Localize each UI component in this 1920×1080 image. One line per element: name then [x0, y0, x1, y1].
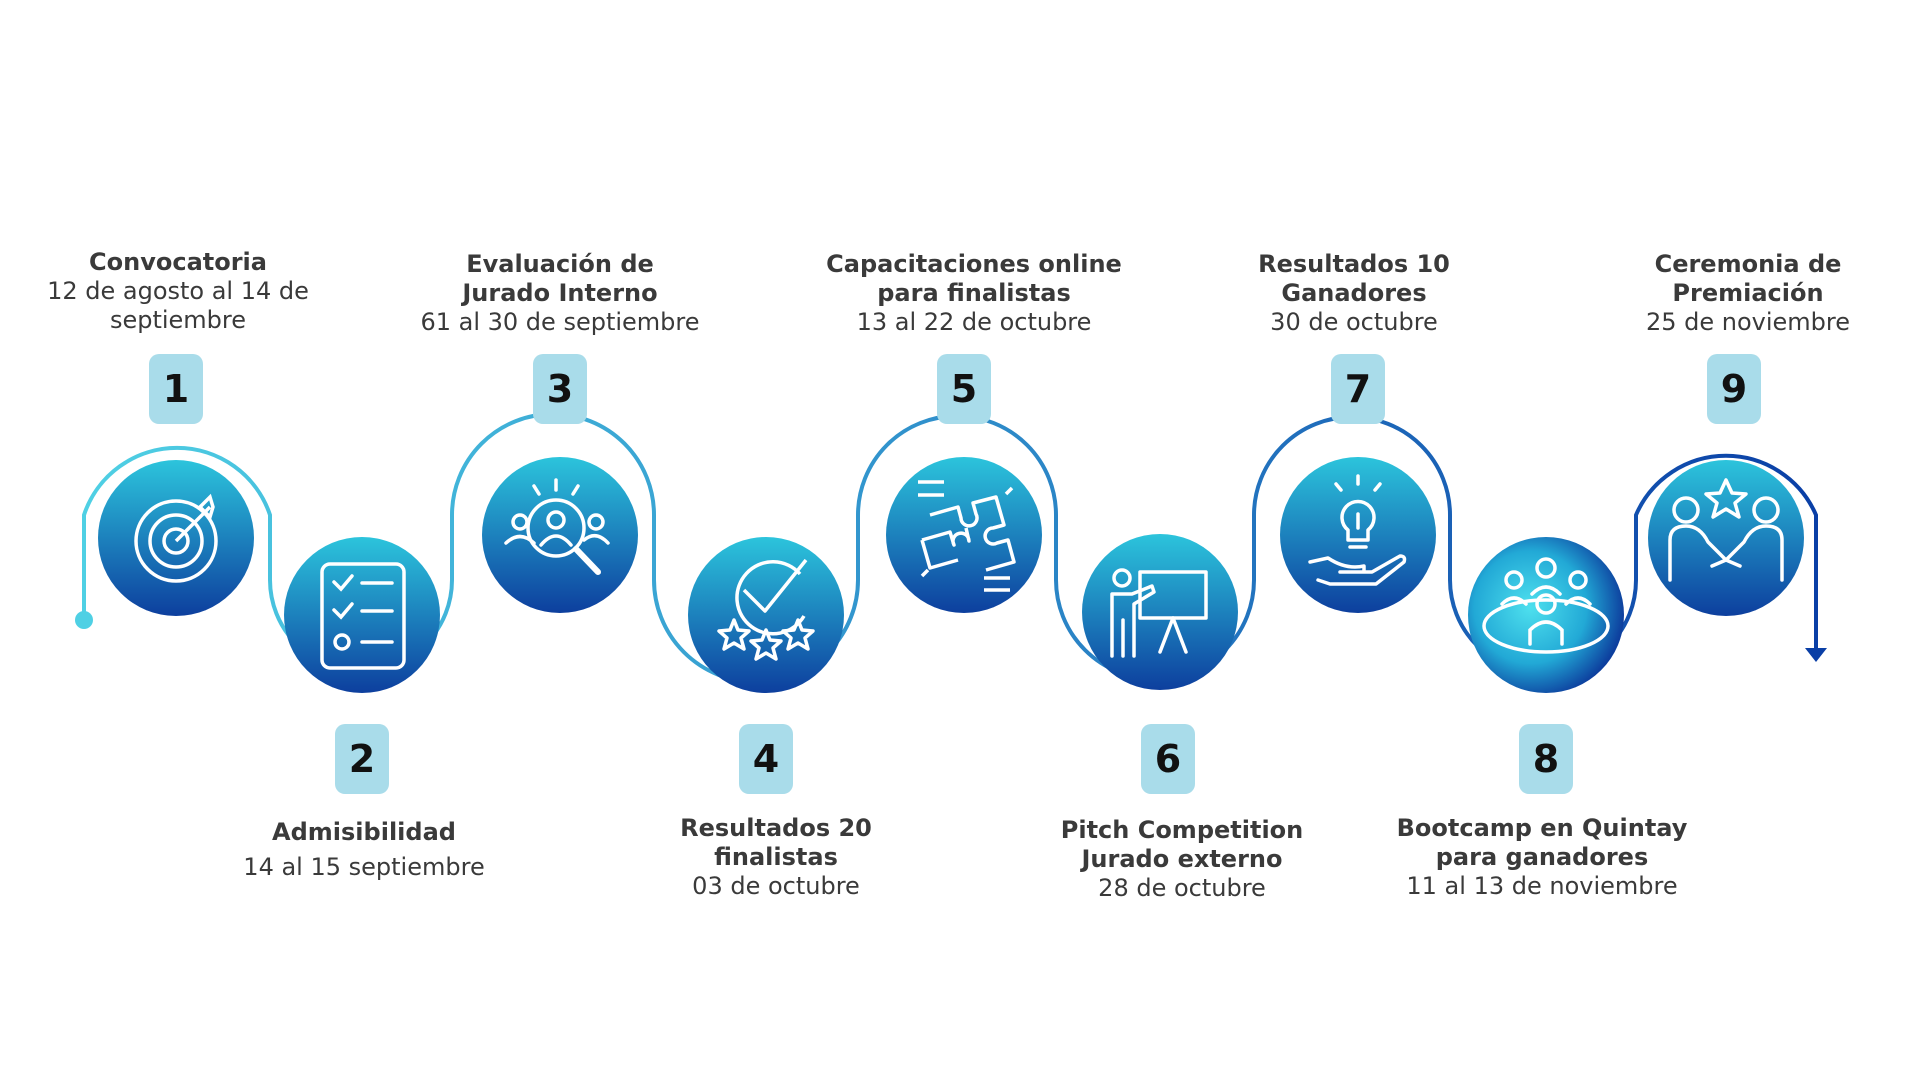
step-1-label: Convocatoria 12 de agosto al 14 de septi… — [13, 248, 343, 335]
meeting-table-icon — [1482, 557, 1610, 654]
step-1-circle — [98, 460, 254, 616]
step-4-label: Resultados 20 finalistas 03 de octubre — [611, 814, 941, 901]
magnifier-people-icon — [504, 478, 610, 575]
step-7-label: Resultados 10 Ganadores 30 de octubre — [1189, 250, 1519, 337]
step-9-label: Ceremonia de Premiación 25 de noviembre — [1583, 250, 1913, 337]
step-9-number-badge: 9 — [1707, 354, 1761, 424]
step-6-circle — [1082, 534, 1238, 690]
step-9-circle — [1648, 460, 1804, 616]
step-2-title: Admisibilidad — [272, 818, 456, 846]
start-dot — [75, 611, 93, 629]
step-7-number-badge: 7 — [1331, 354, 1385, 424]
step-3-title: Evaluación de Jurado Interno — [462, 250, 658, 307]
step-5-title: Capacitaciones online para finalistas — [826, 250, 1122, 307]
step-4-title: Resultados 20 finalistas — [680, 814, 872, 871]
end-arrow-icon — [1805, 648, 1827, 662]
step-6-title: Pitch Competition Jurado externo — [1060, 816, 1304, 873]
step-2-date: 14 al 15 septiembre — [243, 853, 485, 881]
step-6-label: Pitch Competition Jurado externo 28 de o… — [1017, 816, 1347, 903]
step-4-date: 03 de octubre — [692, 872, 860, 900]
step-8-date: 11 al 13 de noviembre — [1406, 872, 1678, 900]
step-2-label: Admisibilidad 14 al 15 septiembre — [199, 818, 529, 882]
step-4-circle — [688, 537, 844, 693]
step-1-number-badge: 1 — [149, 354, 203, 424]
puzzle-icon — [918, 480, 1016, 592]
handshake-star-icon — [1668, 478, 1784, 582]
step-8-title: Bootcamp en Quintay para ganadores — [1396, 814, 1688, 871]
step-3-label: Evaluación de Jurado Interno 61 al 30 de… — [395, 250, 725, 337]
step-9-date: 25 de noviembre — [1645, 308, 1851, 336]
target-icon — [134, 493, 218, 583]
step-3-date: 61 al 30 de septiembre — [420, 308, 700, 336]
step-4-number-badge: 4 — [739, 724, 793, 794]
step-5-circle — [886, 457, 1042, 613]
lightbulb-hand-icon — [1308, 474, 1407, 586]
step-1-title: Convocatoria — [89, 248, 267, 276]
step-9-title: Ceremonia de Premiación — [1654, 250, 1842, 307]
step-7-circle — [1280, 457, 1436, 613]
step-7-title: Resultados 10 Ganadores — [1258, 250, 1450, 307]
step-6-date: 28 de octubre — [1098, 874, 1266, 902]
checklist-icon — [320, 562, 406, 670]
step-1-date: 12 de agosto al 14 de septiembre — [47, 277, 309, 334]
presentation-icon — [1110, 568, 1208, 658]
step-5-date: 13 al 22 de octubre — [856, 308, 1092, 336]
step-8-circle — [1468, 537, 1624, 693]
step-2-number-badge: 2 — [335, 724, 389, 794]
step-2-circle — [284, 537, 440, 693]
step-3-number-badge: 3 — [533, 354, 587, 424]
check-stars-icon — [717, 558, 815, 661]
step-8-label: Bootcamp en Quintay para ganadores 11 al… — [1362, 814, 1722, 901]
step-3-circle — [482, 457, 638, 613]
step-5-number-badge: 5 — [937, 354, 991, 424]
step-8-number-badge: 8 — [1519, 724, 1573, 794]
step-7-date: 30 de octubre — [1270, 308, 1438, 336]
step-5-label: Capacitaciones online para finalistas 13… — [784, 250, 1164, 337]
step-6-number-badge: 6 — [1141, 724, 1195, 794]
